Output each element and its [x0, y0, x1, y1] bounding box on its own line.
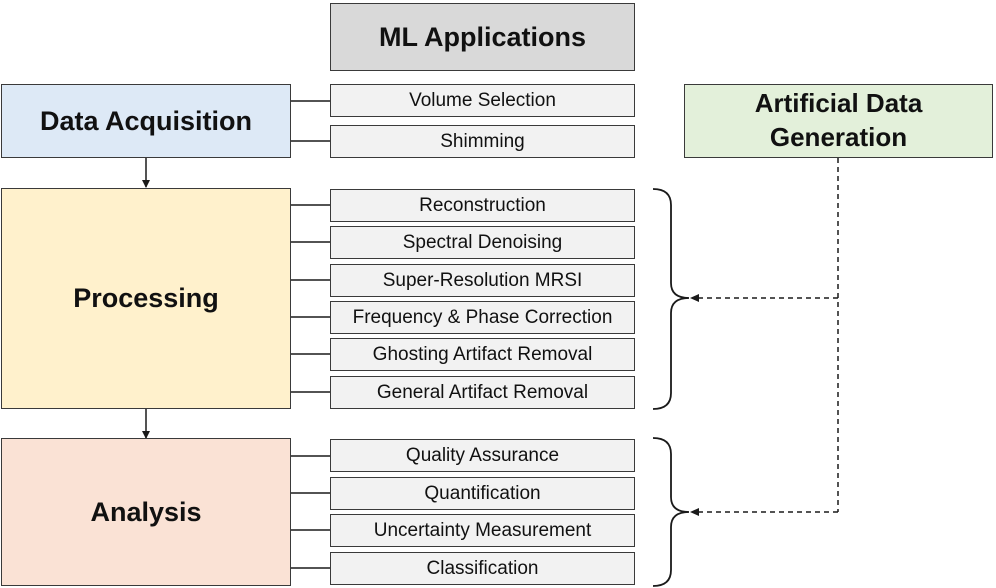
- data-acquisition-stage: Data Acquisition: [1, 84, 291, 158]
- application-classification: Classification: [330, 552, 635, 585]
- artificial-data-line-1: Artificial Data: [754, 88, 923, 119]
- application-uncertainty-measurement: Uncertainty Measurement: [330, 514, 635, 547]
- analysis-stage: Analysis: [1, 438, 291, 586]
- application-super-resolution-mrsi: Super-Resolution MRSI: [330, 264, 635, 297]
- artificial-data-line-2: Generation: [769, 122, 908, 152]
- ml-applications-header: ML Applications: [330, 3, 635, 71]
- application-connectors: [291, 100, 330, 569]
- artificial-data-feed: [696, 158, 839, 513]
- arrow-to-analysis-brace: [690, 508, 699, 516]
- application-shimming: Shimming: [330, 125, 635, 158]
- application-reconstruction: Reconstruction: [330, 189, 635, 222]
- processing-stage: Processing: [1, 188, 291, 409]
- application-spectral-denoising: Spectral Denoising: [330, 226, 635, 259]
- artificial-data-generation-box: Artificial Data Generation: [684, 84, 993, 158]
- application-general-artifact-removal: General Artifact Removal: [330, 376, 635, 409]
- analysis-brace: [652, 437, 690, 587]
- application-quantification: Quantification: [330, 477, 635, 510]
- application-frequency-phase-correction: Frequency & Phase Correction: [330, 301, 635, 334]
- application-ghosting-artifact-removal: Ghosting Artifact Removal: [330, 338, 635, 371]
- application-quality-assurance: Quality Assurance: [330, 439, 635, 472]
- arrow-to-processing-brace: [690, 294, 699, 302]
- application-volume-selection: Volume Selection: [330, 84, 635, 117]
- processing-brace: [652, 188, 690, 410]
